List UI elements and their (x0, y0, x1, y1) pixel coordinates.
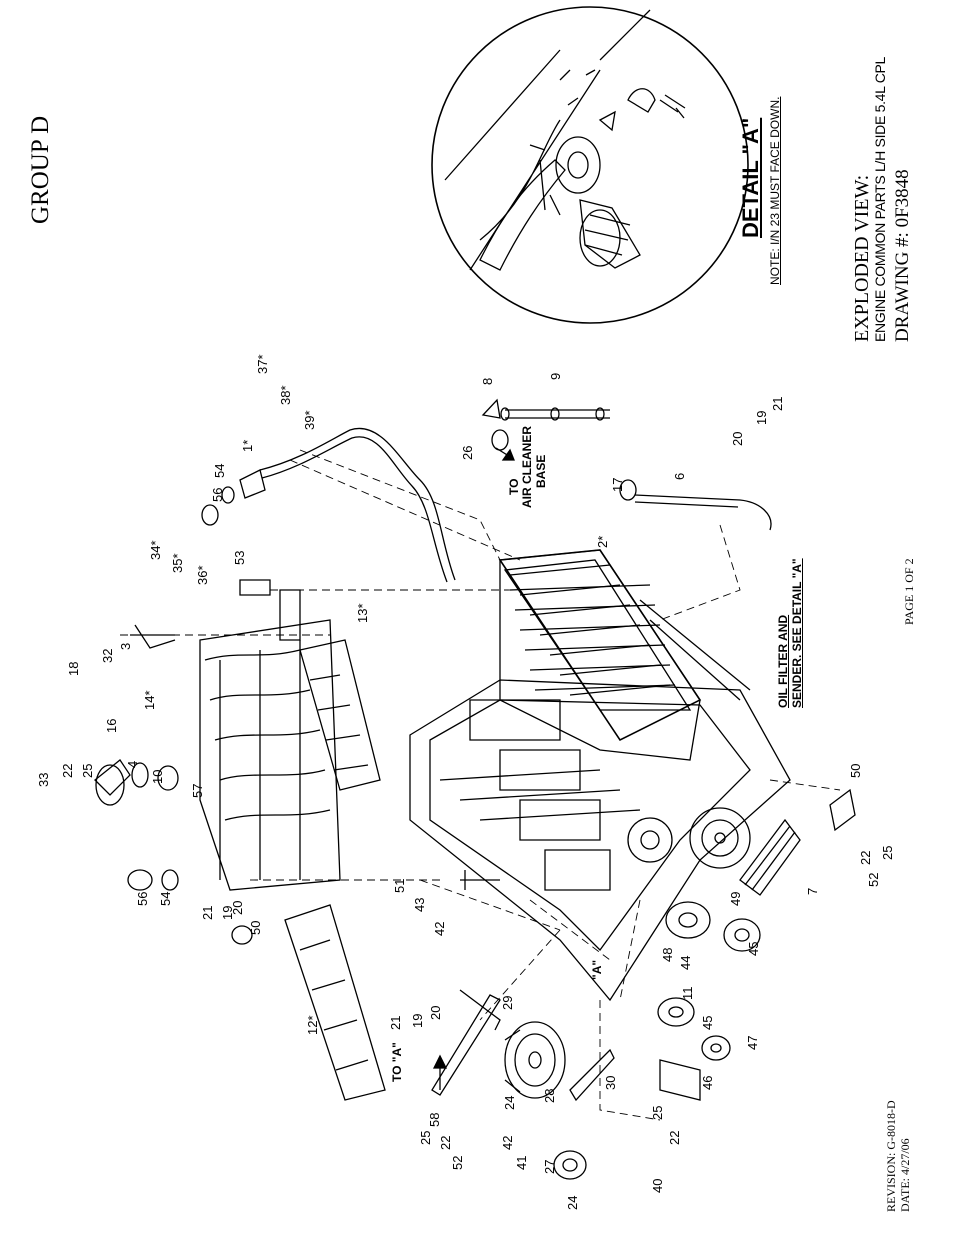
callout-label: 20 (428, 1005, 443, 1020)
callout-label: 22 (858, 850, 873, 865)
arrows (432, 447, 515, 1090)
callout-label: 52 (450, 1155, 465, 1170)
callout-label: 17 (610, 477, 625, 492)
callout-label: 29 (500, 995, 515, 1010)
callout-label: 51 (392, 878, 407, 893)
callout-label: 53 (232, 550, 247, 565)
callout-label: 2* (595, 535, 610, 548)
callout-label: 56 (135, 891, 150, 906)
callout-label: 54 (158, 891, 173, 906)
callout-label: 22 (60, 763, 75, 778)
callout-label: 24 (565, 1195, 580, 1210)
callout-label: 35* (170, 553, 185, 573)
detail-a-view (431, 6, 749, 324)
pulleys (627, 807, 801, 1101)
callout-label: 44 (678, 955, 693, 970)
intake-manifold (199, 589, 341, 891)
callout-label: 36* (195, 565, 210, 585)
callout-label: 28 (542, 1088, 557, 1103)
callout-label: 47 (745, 1035, 760, 1050)
callout-label: 20 (230, 900, 245, 915)
callout-label: 58 (427, 1112, 442, 1127)
callout-label: 14* (142, 690, 157, 710)
dipstick (619, 479, 772, 531)
callout-label: 12* (305, 1015, 320, 1035)
valve-cover (498, 549, 702, 742)
callout-label: 19 (754, 410, 769, 425)
leader-lines (120, 449, 841, 1121)
callout-label: 48 (660, 947, 675, 962)
callout-label: 46 (700, 1075, 715, 1090)
callout-label: 27 (542, 1159, 557, 1174)
gaskets (284, 639, 386, 1101)
callout-label: 49 (728, 891, 743, 906)
callout-label: 21 (388, 1015, 403, 1030)
callout-label: 34* (148, 540, 163, 560)
callout-label: 52 (866, 872, 881, 887)
callout-label: 26 (460, 445, 475, 460)
callout-label: 7 (805, 887, 820, 895)
callout-label: 22 (667, 1130, 682, 1145)
callout-label: 24 (502, 1095, 517, 1110)
callout-label: 18 (66, 661, 81, 676)
callout-label: 16 (104, 718, 119, 733)
callout-label: 21 (200, 905, 215, 920)
callout-label: 38* (278, 385, 293, 405)
callout-label: 40 (650, 1178, 665, 1193)
callout-label: 45 (746, 941, 761, 956)
callout-label: 25 (880, 845, 895, 860)
callout-label: 1* (240, 439, 255, 452)
callout-label: 45 (700, 1015, 715, 1030)
callout-label: 3 (118, 642, 133, 650)
callout-label: 56 (210, 487, 225, 502)
callout-label: 32 (100, 648, 115, 663)
callout-label: 8 (480, 377, 495, 385)
callout-label: 33 (36, 772, 51, 787)
callout-label: 22 (438, 1135, 453, 1150)
callout-label: 25 (80, 763, 95, 778)
callout-label: 11 (680, 986, 695, 1001)
callout-label: 37* (255, 354, 270, 374)
callout-label: 6 (672, 472, 687, 480)
callout-label: 19 (410, 1013, 425, 1028)
callout-label: 13* (355, 603, 370, 623)
alternator (431, 989, 615, 1180)
callout-label: 57 (190, 783, 205, 798)
callout-label: 41 (514, 1155, 529, 1170)
callout-label: 43 (412, 897, 427, 912)
callout-label: 50 (848, 763, 863, 778)
callout-label: 10 (150, 769, 165, 784)
callout-label: 42 (432, 921, 447, 936)
callout-label: 25 (650, 1105, 665, 1120)
callout-label: 4 (125, 760, 140, 768)
callout-label: 50 (248, 920, 263, 935)
callout-label: 39* (302, 410, 317, 430)
callout-label: 21 (770, 396, 785, 411)
callout-label: 30 (603, 1075, 618, 1090)
callout-label: 42 (500, 1135, 515, 1150)
dipstick-tube (239, 427, 456, 583)
callout-label: 25 (418, 1130, 433, 1145)
callout-label: 9 (548, 372, 563, 380)
thermostat-housing (94, 759, 179, 806)
engine-block (409, 549, 791, 1002)
callout-label: 54 (212, 463, 227, 478)
callout-label: 20 (730, 431, 745, 446)
